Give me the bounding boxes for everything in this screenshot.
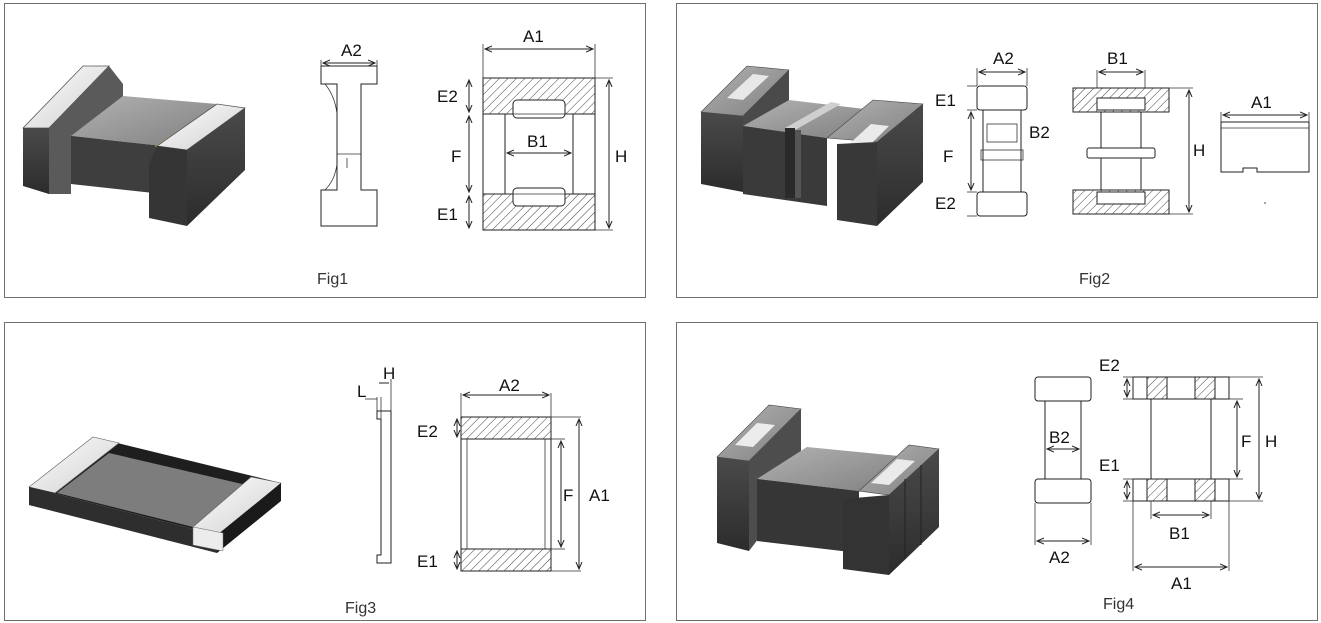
fig4-dim-b1: B1: [1169, 524, 1190, 543]
fig4-dim-e1: E1: [1099, 456, 1120, 475]
fig2-dim-a2: A2: [993, 49, 1014, 68]
fig3-dim-a1: A1: [589, 486, 610, 505]
fig4-dim-b2: B2: [1049, 428, 1070, 447]
fig1-dim-e2: E2: [437, 87, 458, 106]
fig2-drawing: A2 B1 A1 E1 B2 F H E2 Fig2: [700, 49, 1310, 288]
fig3-dim-a2: A2: [499, 376, 520, 395]
fig4-dim-a2: A2: [1049, 548, 1070, 567]
fig3-dim-e2: E2: [417, 422, 438, 441]
fig3-side-view: [365, 379, 392, 564]
fig3-dim-f: F: [563, 486, 573, 505]
fig1-dim-a2: A2: [341, 41, 362, 60]
figure-panel-2: A2 B1 A1 E1 B2 F H E2 Fig2: [676, 3, 1318, 298]
fig1-caption: Fig1: [317, 271, 348, 288]
fig3-dim-h: H: [383, 364, 395, 383]
fig4-caption: Fig4: [1103, 596, 1134, 613]
fig2-dim-b1: B1: [1107, 49, 1128, 68]
fig4-dim-f: F: [1241, 432, 1251, 451]
fig4-drawing: E2 B2 F H E1 B1 A2 A1 Fig4: [716, 356, 1277, 613]
fig1-dim-f: F: [451, 147, 461, 166]
fig2-side-view: [967, 68, 1028, 217]
fig2-component-render: [700, 65, 924, 226]
fig4-section-view: [1123, 376, 1263, 571]
fig1-dim-b1: B1: [527, 132, 548, 151]
fig4-dim-e2: E2: [1099, 356, 1120, 375]
fig3-drawing: L H A2 E2 F A1 E1 Fig3: [28, 364, 610, 617]
fig2-dim-e2: E2: [935, 194, 956, 213]
fig2-dim-f: F: [943, 147, 953, 166]
fig4-component-render: [716, 404, 940, 575]
figure-panel-4: E2 B2 F H E1 B1 A2 A1 Fig4: [676, 322, 1318, 621]
fig2-section-view: [1072, 70, 1193, 215]
fig3-caption: Fig3: [345, 600, 376, 617]
fig1-dim-h: H: [615, 147, 627, 166]
fig3-dim-l: L: [357, 382, 366, 401]
fig2-dim-b2: B2: [1029, 123, 1050, 142]
fig2-end-view: [1220, 112, 1310, 204]
fig2-dim-e1: E1: [935, 91, 956, 110]
fig1-component-render: [22, 65, 247, 226]
fig3-dim-e1: E1: [417, 552, 438, 571]
fig4-dim-h: H: [1265, 432, 1277, 451]
fig1-dim-a1: A1: [523, 27, 544, 46]
fig1-dim-e1: E1: [437, 205, 458, 224]
fig3-component-render: [28, 436, 282, 553]
fig1-side-view: [320, 60, 378, 227]
fig3-section-view: [457, 393, 581, 572]
fig2-caption: Fig2: [1079, 271, 1110, 288]
fig1-section-view: [469, 44, 613, 231]
fig1-drawing: A2 A1 E2 F B1 H E1 Fig1: [22, 27, 627, 288]
figure-panel-1: A2 A1 E2 F B1 H E1 Fig1: [4, 3, 646, 298]
fig4-side-view: [1034, 376, 1092, 545]
fig4-dim-a1: A1: [1171, 574, 1192, 593]
fig2-dim-a1: A1: [1251, 93, 1272, 112]
fig2-dim-h: H: [1193, 141, 1205, 160]
figure-panel-3: L H A2 E2 F A1 E1 Fig3: [4, 322, 646, 621]
